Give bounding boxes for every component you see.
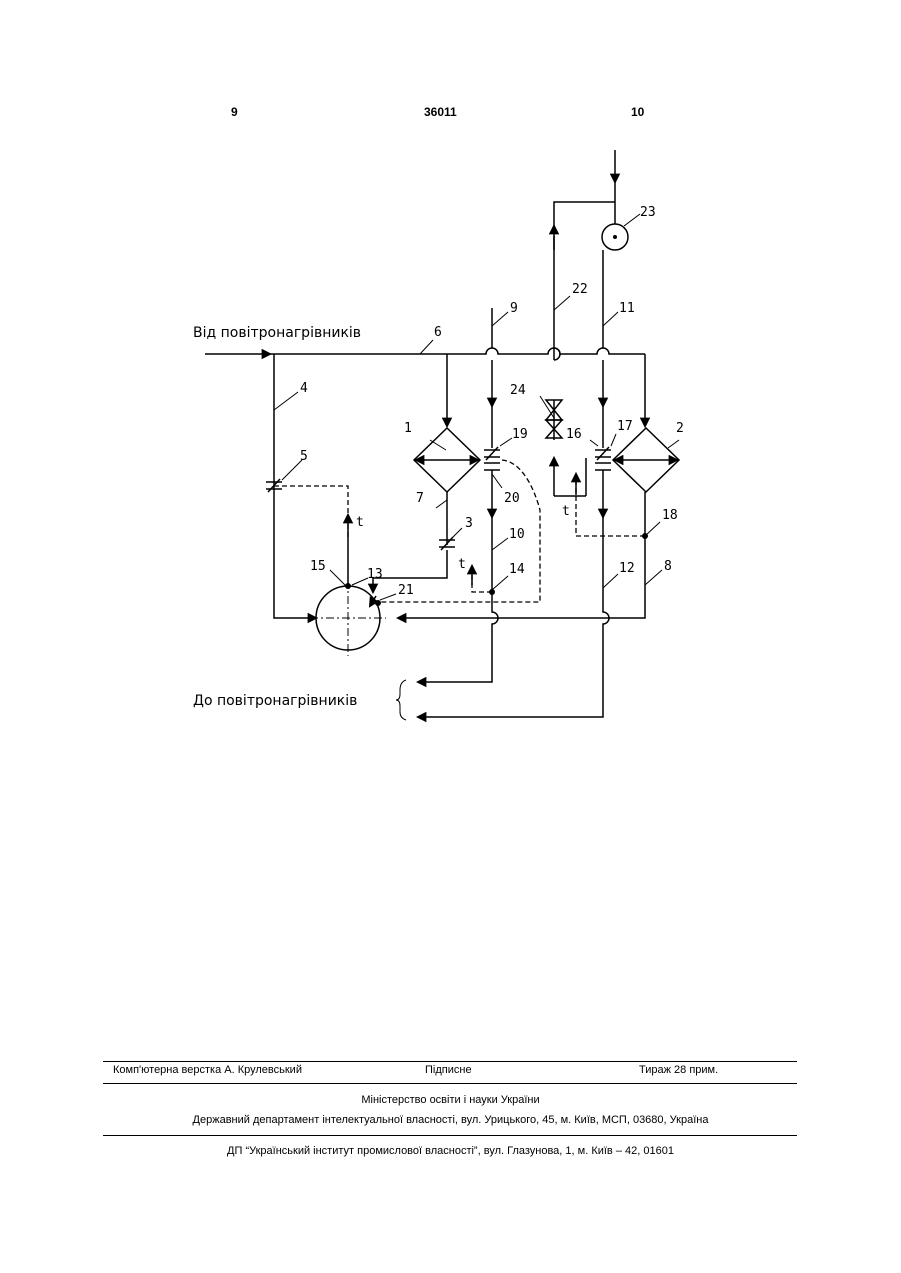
circulation-note: Тираж 28 прим. xyxy=(639,1064,718,1076)
inlet-caption: Від повітронагрівників xyxy=(193,325,361,341)
label-16: 16 xyxy=(566,427,582,442)
pump-23 xyxy=(602,150,628,250)
label-7: 7 xyxy=(416,491,424,506)
label-15: 15 xyxy=(310,559,326,574)
label-2: 2 xyxy=(676,421,684,436)
label-11: 11 xyxy=(619,301,635,316)
footer-rule-middle xyxy=(103,1083,797,1084)
institute-line: ДП “Український інститут промислової вла… xyxy=(0,1145,901,1157)
mixing-vessel-13 xyxy=(310,580,386,656)
label-3: 3 xyxy=(465,516,473,531)
temperature-symbol: t xyxy=(562,504,570,519)
label-14: 14 xyxy=(509,562,525,577)
footer-rule-bottom xyxy=(103,1135,797,1136)
label-24: 24 xyxy=(510,383,526,398)
label-5: 5 xyxy=(300,449,308,464)
label-20: 20 xyxy=(504,491,520,506)
water-line-11-12 xyxy=(418,250,611,717)
control-lines xyxy=(274,460,648,606)
signed-note: Підписне xyxy=(425,1064,472,1076)
schematic-diagram: Від повітронагрівників До повітронагрівн… xyxy=(0,0,901,800)
temperature-symbol: t xyxy=(356,515,364,530)
label-4: 4 xyxy=(300,381,308,396)
typesetter-credit: Комп'ютерна верстка А. Крулевський xyxy=(113,1064,302,1076)
label-23: 23 xyxy=(640,205,656,220)
footer-rule-top xyxy=(103,1061,797,1062)
label-9: 9 xyxy=(510,301,518,316)
label-21: 21 xyxy=(398,583,414,598)
label-12: 12 xyxy=(619,561,635,576)
label-6: 6 xyxy=(434,325,442,340)
outlet-caption: До повітронагрівників xyxy=(193,693,357,709)
water-line-9-10 xyxy=(418,308,500,682)
label-18: 18 xyxy=(662,508,678,523)
ministry-line: Міністерство освіти і науки України xyxy=(0,1094,901,1106)
label-13: 13 xyxy=(367,567,383,582)
label-19: 19 xyxy=(512,427,528,442)
temperature-symbol: t xyxy=(458,557,466,572)
outlet-bracket xyxy=(396,680,406,720)
label-1: 1 xyxy=(404,421,412,436)
label-17: 17 xyxy=(617,419,633,434)
callout-leaders xyxy=(274,214,679,600)
label-10: 10 xyxy=(509,527,525,542)
label-22: 22 xyxy=(572,282,588,297)
department-line: Державний департамент інтелектуальної вл… xyxy=(0,1114,901,1126)
label-8: 8 xyxy=(664,559,672,574)
